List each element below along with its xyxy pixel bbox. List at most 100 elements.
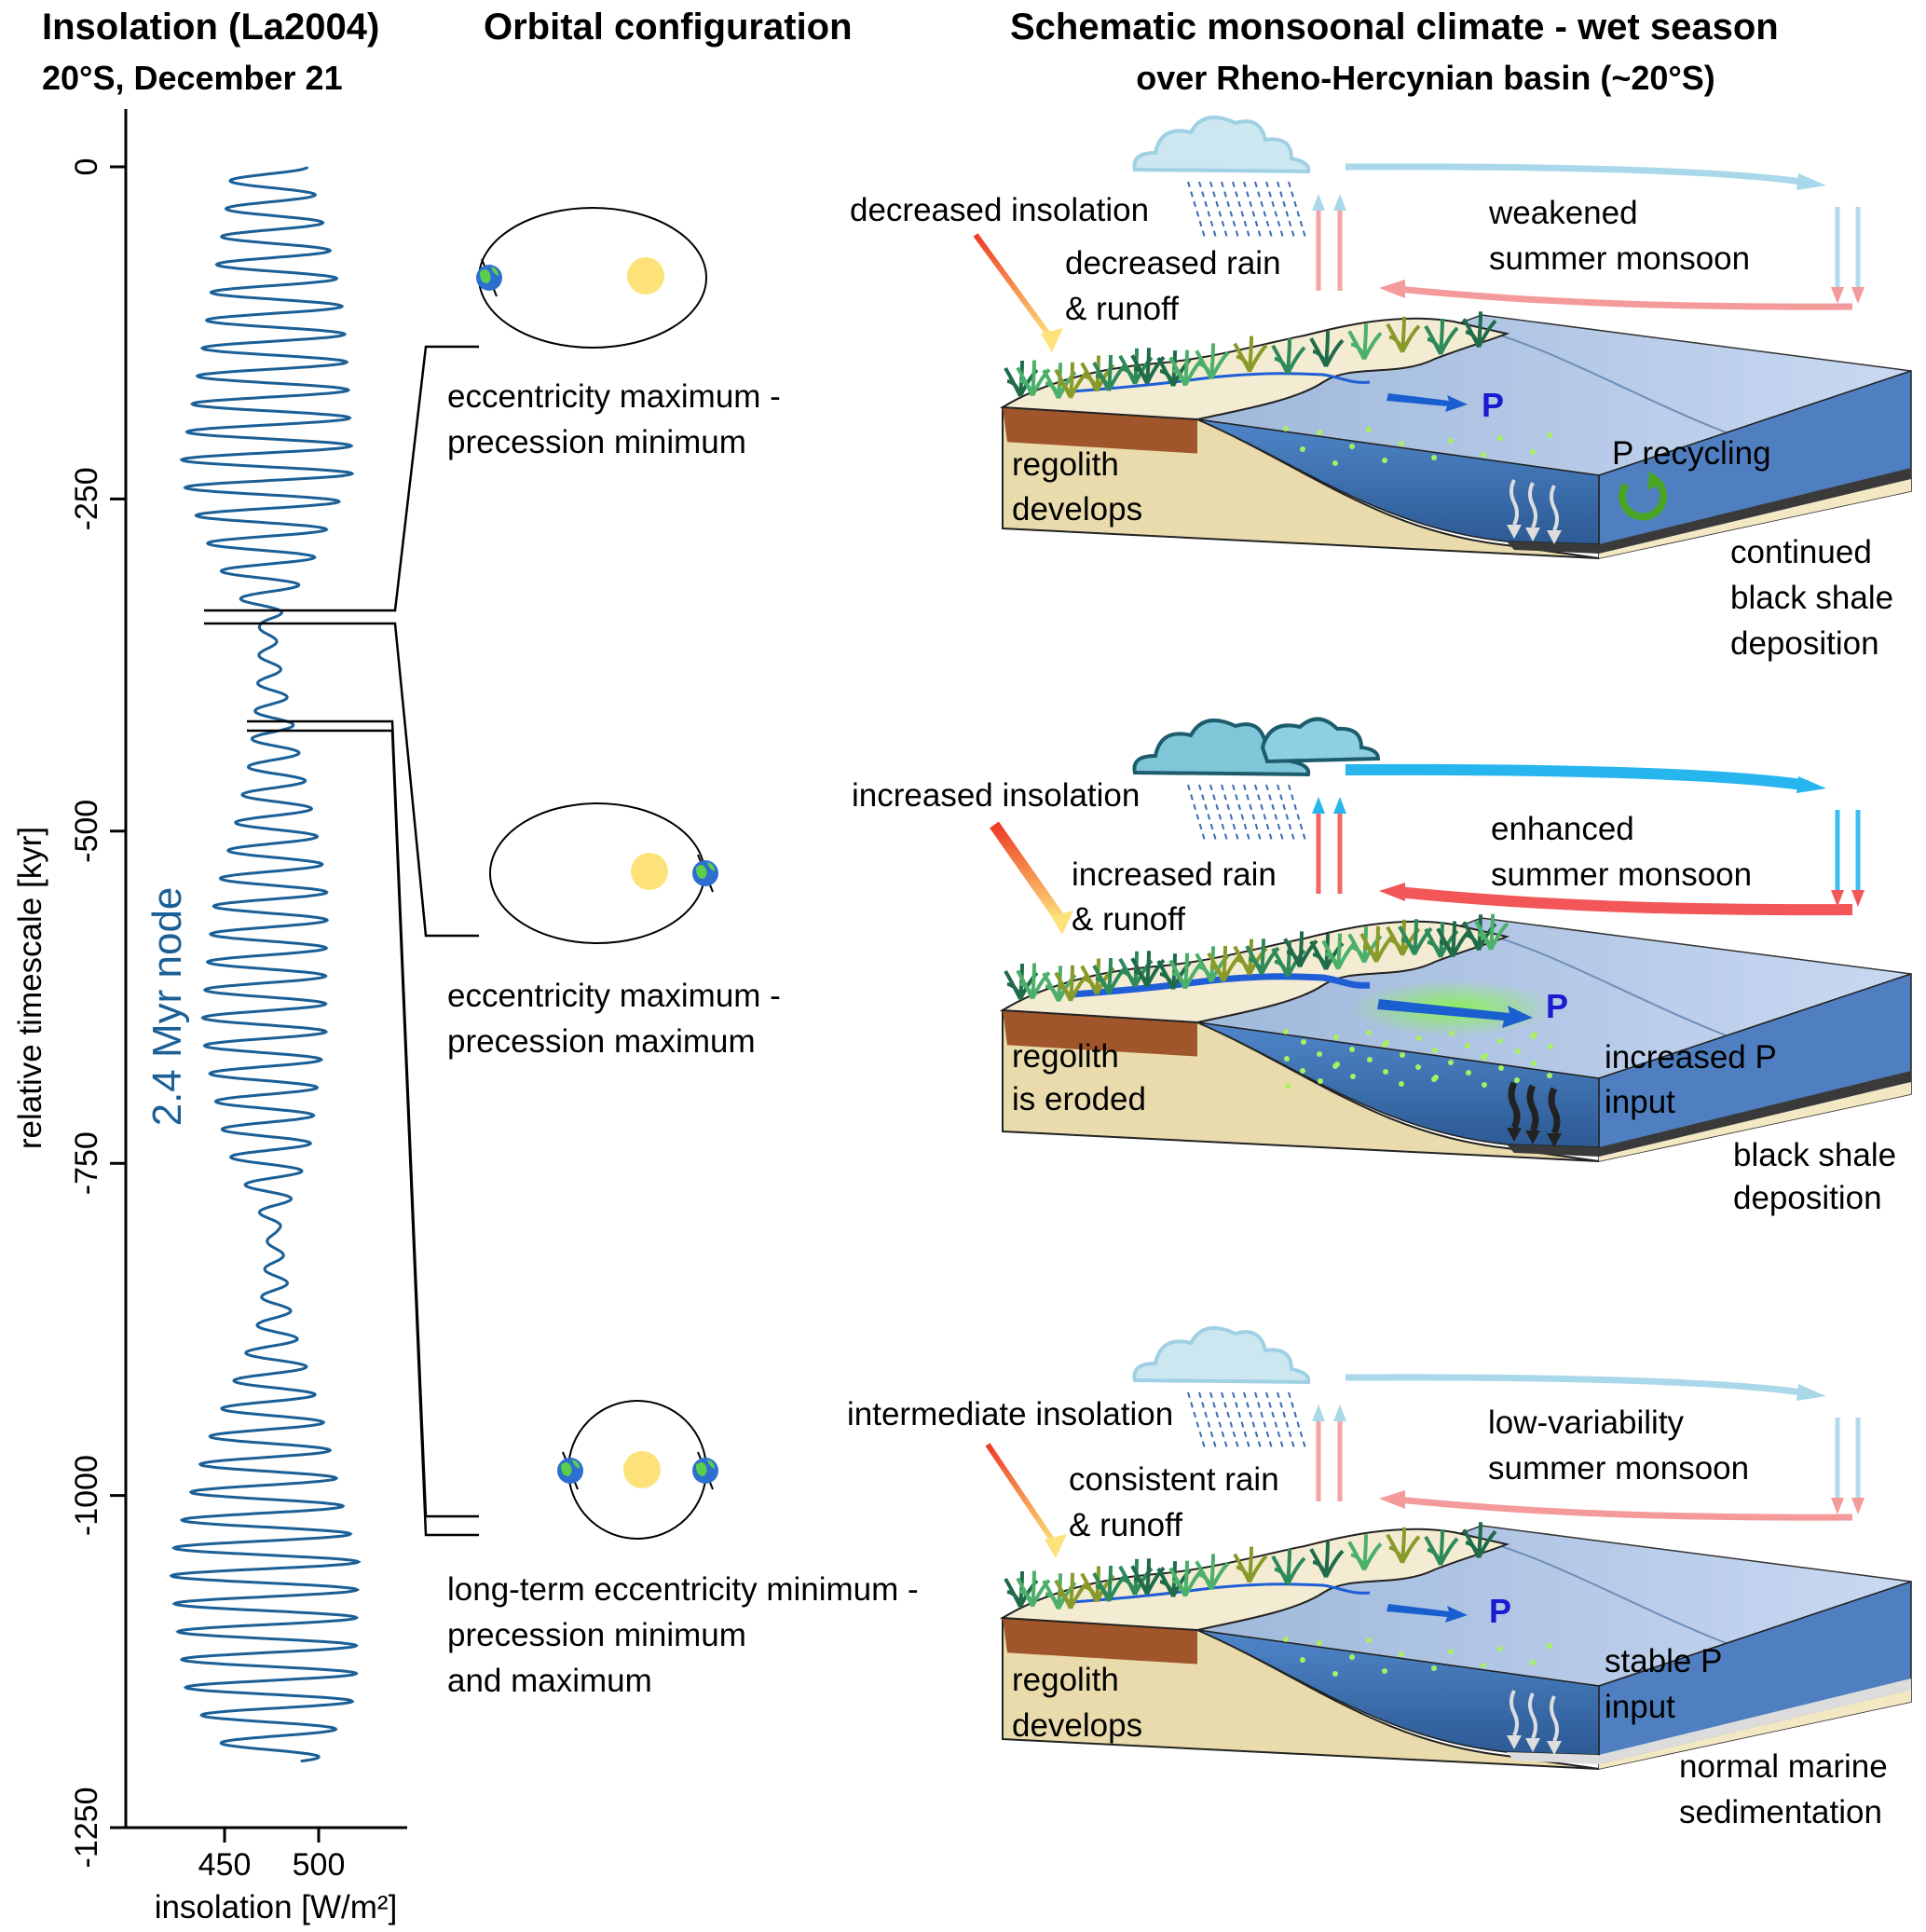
nutrient-dot [1481, 1663, 1486, 1668]
earth-land [561, 1459, 580, 1476]
orbit-ellipse [489, 802, 705, 944]
rain-drops [1254, 784, 1273, 842]
orbit-2: eccentricity maximum - precession maximu… [447, 802, 781, 1060]
x-axis-label: insolation [W/m²] [155, 1889, 398, 1925]
sediment-label-2: black shale [1730, 580, 1893, 616]
nutrient-dot [1416, 1035, 1422, 1041]
earth-land [696, 1459, 715, 1476]
earth-icon [692, 1451, 718, 1490]
nutrient-dot [1332, 460, 1338, 466]
rain-label: increased rain [1072, 856, 1277, 893]
sinking-arrow [1528, 482, 1537, 528]
plant-icon [1054, 965, 1089, 1002]
nutrient-dot [1532, 1032, 1537, 1037]
plant-icon [1386, 1527, 1421, 1564]
ocean-label: stable P [1605, 1643, 1722, 1679]
schematic-subtitle: over Rheno-Hercynian basin (~20°S) [1136, 59, 1715, 97]
plant-icon [1321, 933, 1357, 970]
nutrient-dot [1431, 1665, 1437, 1671]
nutrient-dot [1531, 1061, 1537, 1066]
nutrient-dot [1515, 1048, 1521, 1054]
land-label-2: develops [1012, 1707, 1142, 1744]
upper-flow-arrow [1345, 763, 1809, 791]
vertical-flow-head [1312, 194, 1325, 211]
sinking-arrow [1528, 1692, 1537, 1739]
nutrient-dot [1482, 1053, 1488, 1059]
rain-drops [1288, 181, 1306, 239]
plant-icon [1130, 951, 1166, 988]
vertical-flow-head [1333, 194, 1346, 211]
nutrient-dot [1449, 1031, 1455, 1036]
orbit-1-line-1: eccentricity maximum - [447, 378, 781, 415]
plant-icon [1309, 331, 1345, 368]
plant-icon [1168, 1560, 1204, 1597]
nutrient-dot [1318, 1078, 1323, 1084]
connector-2-bottom [247, 729, 479, 1537]
earth-icon [476, 258, 502, 297]
plant-icon [1054, 1572, 1089, 1610]
vertical-flow-head [1312, 797, 1325, 814]
insolation-arrow-head [1051, 911, 1073, 935]
sinking-arrow-head [1547, 1741, 1562, 1755]
nutrient-dot [1547, 432, 1552, 438]
cloud-icon [1132, 1325, 1311, 1385]
nutrient-dot [1382, 458, 1387, 463]
rain-label-2: & runoff [1065, 291, 1179, 327]
sediment-label-2: deposition [1733, 1180, 1882, 1216]
cloud-back [1260, 717, 1381, 764]
cloud [1132, 1325, 1311, 1385]
plant-icon [1271, 1548, 1306, 1585]
rain-drops [1265, 784, 1284, 842]
insolation-arrow [973, 233, 1055, 341]
insolation-label: intermediate insolation [847, 1396, 1173, 1432]
plant-icon [1359, 925, 1395, 963]
rain-drops [1209, 784, 1228, 842]
nutrient-dot [1432, 1048, 1438, 1053]
earth-land [696, 862, 715, 879]
plant-icon [1283, 931, 1318, 968]
y-tick-label: 0 [69, 158, 104, 176]
nutrient-dot [1433, 1075, 1439, 1080]
plant-icon [1233, 1546, 1268, 1583]
vertical-flow-head [1312, 1404, 1325, 1421]
nutrient-dot [1482, 1082, 1487, 1088]
sediment-layer-front [1507, 1144, 1599, 1157]
plant-icon [1016, 1570, 1051, 1608]
plant-icon [1016, 963, 1051, 1000]
plant-icon [1130, 348, 1166, 385]
x-tick-label: 500 [293, 1847, 346, 1883]
nutrient-dot [1301, 1039, 1306, 1045]
sinking-arrow-head [1507, 1128, 1522, 1142]
rain-drops [1232, 181, 1250, 239]
vertical-flow-head [1851, 890, 1865, 907]
sediment-label-2: sedimentation [1679, 1794, 1882, 1830]
insolation-title: Insolation (La2004) [42, 7, 379, 48]
sediment-layer-side [1599, 1071, 1911, 1157]
nutrient-dot [1382, 1668, 1387, 1674]
rain-drops [1221, 181, 1239, 239]
nutrient-dot [1349, 1654, 1355, 1660]
plant-icon [1271, 337, 1306, 375]
nutrient-dot [1317, 1051, 1322, 1057]
plant-icon [1347, 1534, 1383, 1571]
earth-icon [692, 854, 718, 893]
nutrient-dot [1448, 1060, 1454, 1065]
insolation-arrow [990, 821, 1067, 925]
sinking-arrow-head [1507, 525, 1522, 539]
panel-2-labels: increased insolation increased rain & ru… [852, 777, 1896, 1216]
monsoon-panel-2 [990, 717, 1912, 1162]
insolation-line [169, 166, 362, 1763]
p-label: P [1482, 386, 1504, 424]
nutrient-dot [1383, 1069, 1388, 1075]
plant-icon [1195, 1554, 1230, 1591]
ocean-label-2: input [1605, 1084, 1675, 1120]
p-label: P [1489, 1592, 1511, 1630]
upper-flow-arrow [1345, 163, 1809, 186]
lower-flow-arrow-head [1379, 280, 1405, 298]
monsoon-label: low-variability [1488, 1404, 1685, 1441]
sinking-arrow [1550, 1695, 1559, 1742]
plant-icon [1092, 1566, 1127, 1602]
rain-label-2: & runoff [1072, 901, 1185, 938]
connector-2-top [247, 719, 479, 1518]
